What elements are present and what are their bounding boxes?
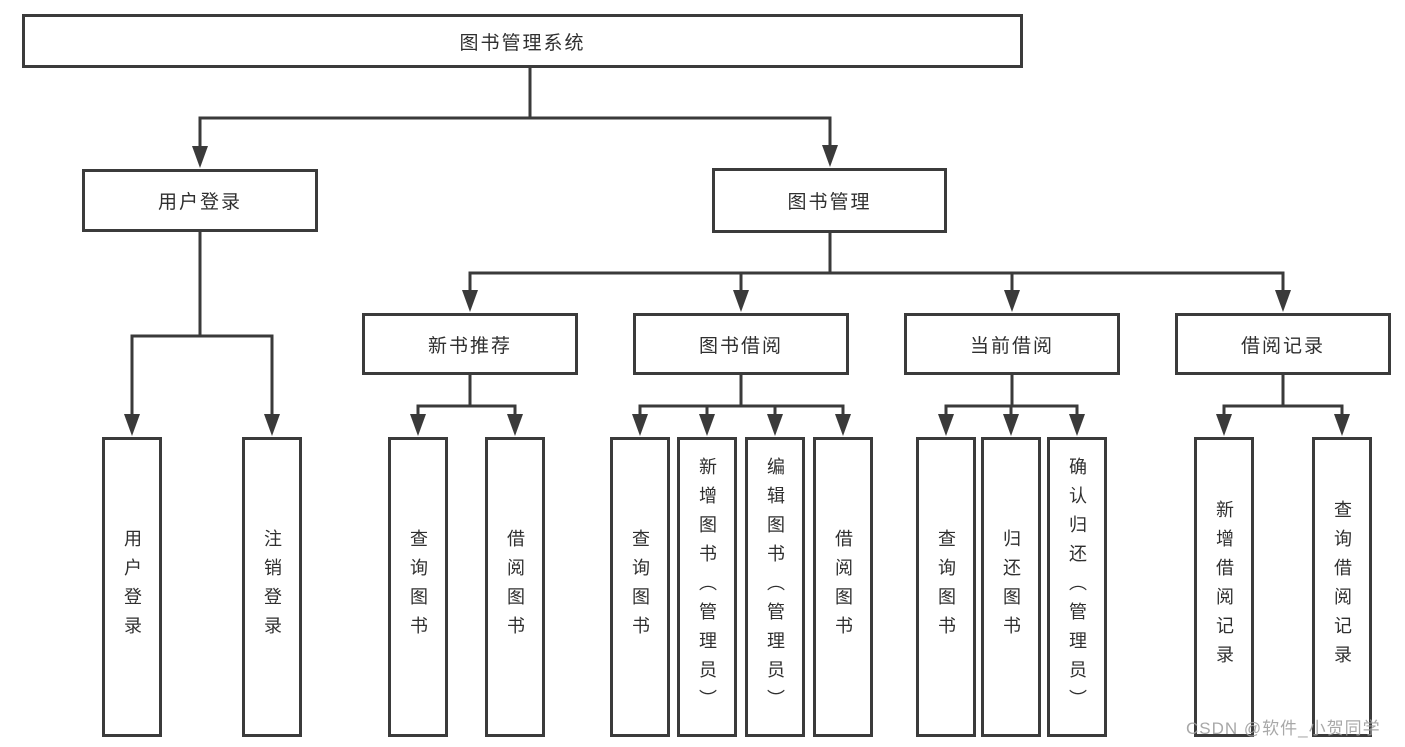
leaf-user-login-label: 用户登录 xyxy=(122,529,142,645)
leaf-current-query-books: 查询图书 xyxy=(916,437,976,737)
leaf-edit-books-admin-label: 编辑图书（管理员） xyxy=(765,456,785,718)
leaf-confirm-return-admin-label: 确认归还（管理员） xyxy=(1067,456,1087,718)
leaf-query-borrow-record-label: 查询借阅记录 xyxy=(1332,500,1352,674)
node-borrowing-records-label: 借阅记录 xyxy=(1240,335,1325,357)
arrowheads xyxy=(124,145,1350,436)
node-new-book-recommendation: 新书推荐 xyxy=(362,313,578,375)
node-current-borrowing-label: 当前借阅 xyxy=(969,335,1054,357)
node-current-borrowing: 当前借阅 xyxy=(904,313,1120,375)
leaf-current-query-books-label: 查询图书 xyxy=(936,529,956,645)
leaf-add-borrow-record-label: 新增借阅记录 xyxy=(1214,500,1234,674)
node-book-management-label: 图书管理 xyxy=(787,192,872,213)
leaf-logout: 注销登录 xyxy=(242,437,302,737)
leaf-newbook-borrow-books: 借阅图书 xyxy=(485,437,545,737)
leaf-query-borrow-record: 查询借阅记录 xyxy=(1312,437,1372,737)
node-book-borrowing: 图书借阅 xyxy=(633,313,849,375)
node-borrowing-records: 借阅记录 xyxy=(1175,313,1391,375)
leaf-user-login: 用户登录 xyxy=(102,437,162,737)
leaf-add-books-admin: 新增图书（管理员） xyxy=(677,437,737,737)
leaf-newbook-borrow-books-label: 借阅图书 xyxy=(505,529,525,645)
node-book-borrowing-label: 图书借阅 xyxy=(698,335,783,357)
leaf-borrowing-query-books-label: 查询图书 xyxy=(630,529,650,645)
node-book-management: 图书管理 xyxy=(712,168,947,233)
node-user-login-label: 用户登录 xyxy=(157,192,242,213)
leaf-confirm-return-admin: 确认归还（管理员） xyxy=(1047,437,1107,737)
leaf-borrowing-query-books: 查询图书 xyxy=(610,437,670,737)
node-user-login: 用户登录 xyxy=(82,169,318,232)
node-root: 图书管理系统 xyxy=(22,14,1023,68)
leaf-logout-label: 注销登录 xyxy=(262,529,282,645)
node-root-label: 图书管理系统 xyxy=(459,32,586,54)
leaf-edit-books-admin: 编辑图书（管理员） xyxy=(745,437,805,737)
csdn-watermark: CSDN @软件_小贺同学 xyxy=(1186,719,1381,738)
leaf-return-books: 归还图书 xyxy=(981,437,1041,737)
leaf-add-books-admin-label: 新增图书（管理员） xyxy=(697,456,717,718)
leaf-newbook-query-books-label: 查询图书 xyxy=(408,529,428,645)
leaf-return-books-label: 归还图书 xyxy=(1001,529,1021,645)
leaf-borrowing-borrow-books: 借阅图书 xyxy=(813,437,873,737)
leaf-add-borrow-record: 新增借阅记录 xyxy=(1194,437,1254,737)
node-new-book-recommendation-label: 新书推荐 xyxy=(427,335,512,357)
leaf-borrowing-borrow-books-label: 借阅图书 xyxy=(833,529,853,645)
leaf-newbook-query-books: 查询图书 xyxy=(388,437,448,737)
